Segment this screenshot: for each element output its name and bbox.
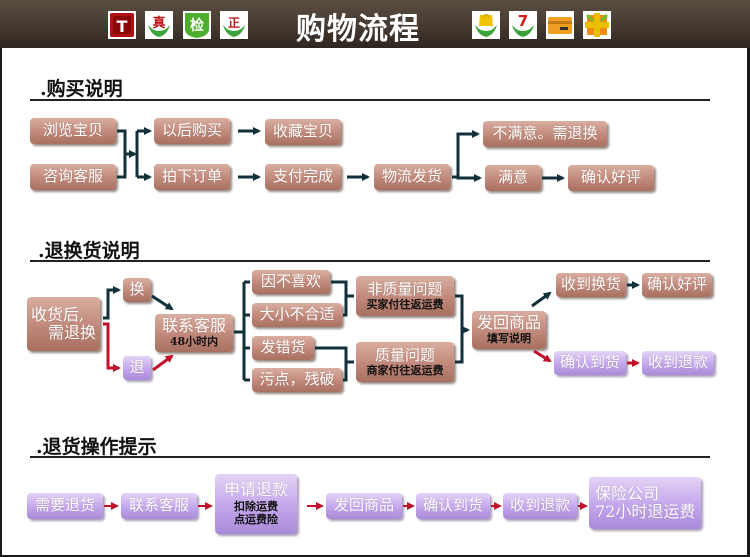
taobao-t-icon: T [108,11,136,39]
node-confirm-review-2: 确认好评 [642,273,712,297]
node-non-quality-sub: 买家付往返运费 [366,297,444,311]
node-receive-exchange: 收到换货 [556,273,626,297]
step-apply-refund-sub2: 点运费险 [234,513,278,527]
step-insurance-sub: 72小时退运费 [595,502,696,521]
credit-card-icon [546,11,574,39]
step-apply-refund-sub1: 扣除运费 [234,499,278,513]
node-shipping: 物流发货 [374,164,450,190]
node-damaged: 污点，残破 [252,368,342,392]
node-wrong-item: 发错货 [252,336,314,360]
svg-text:真: 真 [152,15,165,31]
node-quality-label: 质量问题 [374,345,435,364]
step-receive-refund: 收到退款 [503,493,577,519]
shopping-bag-hands-icon [472,11,500,39]
node-send-back: 发回商品 填写说明 [472,311,546,349]
step-apply-refund: 申请退款 扣除运费 点运费险 [215,474,297,534]
node-received: 收货后, 需退换 [27,297,100,351]
node-non-quality-label: 非质量问题 [367,279,443,298]
yuan-currency-icon [583,11,611,39]
section-title-returns: .退换货说明 [38,240,140,262]
step-need-return: 需要退货 [27,493,103,519]
node-dislike: 因不喜欢 [252,270,330,294]
svg-text:7: 7 [518,12,528,30]
step-contact-service: 联系客服 [121,493,197,519]
svg-text:检: 检 [190,17,204,34]
node-favorite: 收藏宝贝 [265,119,341,145]
node-receive-refund: 收到退款 [642,351,714,375]
node-consult: 咨询客服 [30,164,116,190]
node-buy-later: 以后购买 [154,118,230,144]
node-quality: 质量问题 商家付往返运费 [356,342,454,382]
node-browse: 浏览宝贝 [30,118,116,144]
svg-text:正: 正 [228,16,240,30]
node-satisfied: 满意 [485,165,541,191]
node-place-order: 拍下订单 [154,164,230,190]
node-received-line1: 收货后, [31,304,85,324]
page-title: 购物流程 [296,12,420,47]
section-divider [30,456,710,458]
section-title-refund-ops: .退货操作提示 [36,436,157,458]
section-title-purchase: .购买说明 [40,78,123,100]
node-contact-sub: 48小时内 [169,335,219,349]
node-paid: 支付完成 [265,164,341,190]
genuine-hands-icon: 正 [220,11,248,39]
node-confirm-review: 确认好评 [568,165,654,191]
node-size: 大小不合适 [252,303,342,327]
node-unsatisfied: 不满意。需退换 [483,121,607,147]
section-divider [30,260,710,262]
node-contact-label: 联系客服 [161,315,226,335]
step-insurance-label: 保险公司 [595,483,660,503]
node-quality-sub: 商家付往返运费 [366,363,444,377]
step-insurance: 保险公司 72小时退运费 [589,477,701,529]
node-non-quality: 非质量问题 买家付往返运费 [356,276,454,316]
node-send-back-label: 发回商品 [476,312,541,332]
header-bar: T 真 检 正 购物流程 7 [0,0,750,48]
seven-day-return-hands-icon: 7 [509,11,537,39]
node-received-line2: 需退换 [47,323,96,342]
node-exchange: 换 [123,278,151,302]
authentic-hands-icon: 真 [145,11,173,39]
svg-text:T: T [117,17,128,36]
node-contact-service: 联系客服 48小时内 [155,314,233,352]
step-apply-refund-label: 申请退款 [223,480,288,500]
inspection-shield-icon: 检 [183,11,211,39]
node-confirm-arrival: 确认到货 [554,351,626,375]
step-send-back: 发回商品 [326,493,402,519]
section-divider [30,99,710,101]
node-send-back-sub: 填写说明 [487,332,531,346]
step-confirm-arrival: 确认到货 [416,493,490,519]
node-refund: 退 [123,356,151,380]
